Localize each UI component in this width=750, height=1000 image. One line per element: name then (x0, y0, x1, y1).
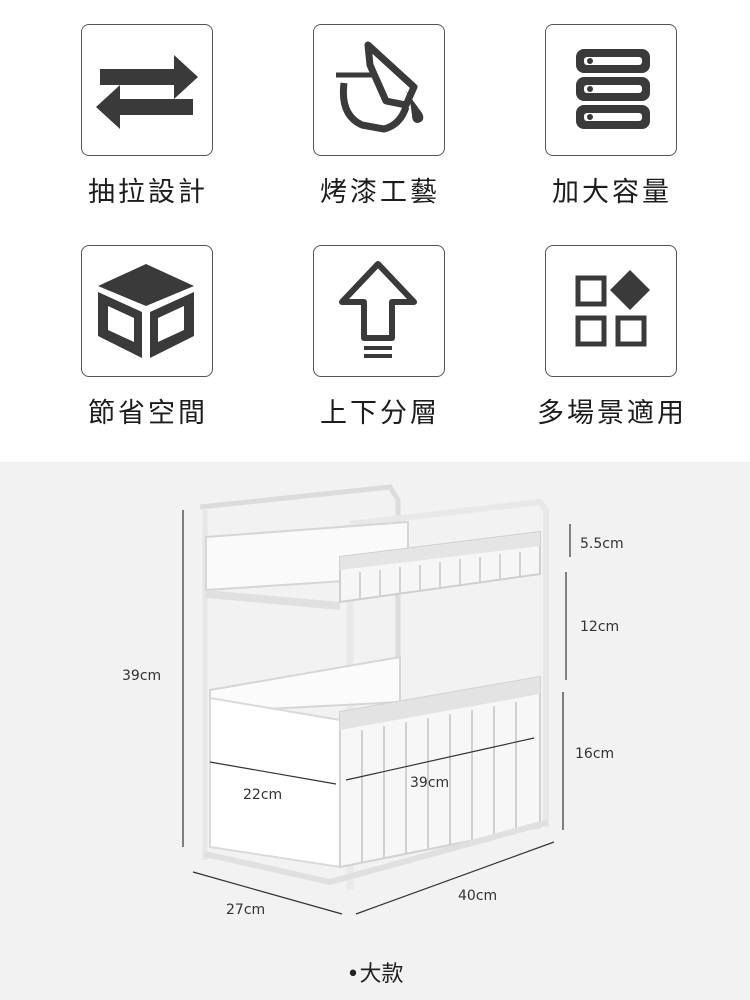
feature-icon-box (545, 24, 677, 156)
feature-icon-box (313, 245, 445, 377)
feature-icon-box (313, 24, 445, 156)
cube-icon (98, 264, 194, 358)
product-dimension-diagram (182, 484, 571, 915)
feature-icon-box (545, 245, 677, 377)
size-caption: •大款 (346, 962, 404, 987)
feature-icon-box (81, 24, 213, 156)
feature-label: 烤漆工藝 (320, 177, 440, 208)
server-stack-icon (576, 49, 650, 129)
feature-label: 多場景適用 (537, 398, 687, 429)
dimension-total-height: 39cm (122, 668, 162, 684)
feature-icon-box (81, 245, 213, 377)
dimension-upper-tier: 12cm (580, 619, 620, 635)
dimension-lines (182, 510, 571, 915)
feature-label: 節省空間 (88, 398, 208, 429)
feature-label: 上下分層 (320, 398, 440, 429)
dimension-depth: 27cm (226, 902, 266, 918)
grid-diamond-icon (575, 270, 650, 347)
dimension-inner-width: 22cm (243, 787, 283, 803)
feature-label: 加大容量 (552, 177, 672, 208)
dimension-length: 40cm (458, 888, 498, 904)
rack-illustration (199, 484, 549, 890)
up-arrow-icon (339, 261, 417, 358)
feature-label: 抽拉設計 (88, 177, 208, 208)
dimension-lower-tier: 16cm (575, 746, 615, 762)
dimension-inner-length: 39cm (410, 775, 450, 791)
paint-bucket-icon (336, 41, 424, 133)
dimension-top-gap: 5.5cm (580, 536, 624, 552)
swap-arrows-icon (96, 55, 198, 129)
